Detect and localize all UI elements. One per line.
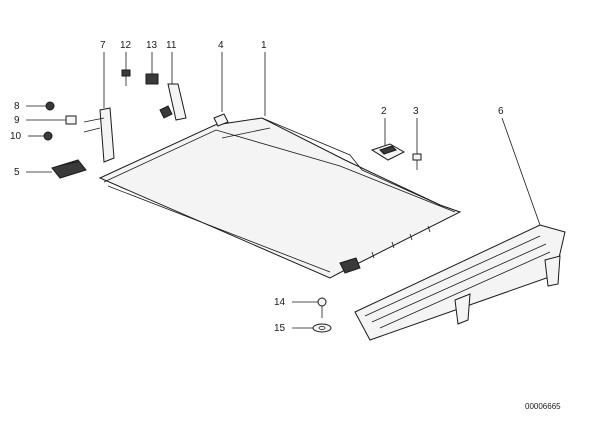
callout-13: 13 [146, 40, 158, 51]
callout-8: 8 [14, 101, 20, 112]
callout-12: 12 [120, 40, 132, 51]
callout-9: 9 [14, 115, 20, 126]
callout-5: 5 [14, 167, 20, 178]
callout-10: 10 [10, 131, 22, 142]
part-3-screw [412, 153, 422, 170]
document-id: 00006665 [525, 402, 561, 411]
callout-15: 15 [274, 323, 286, 334]
leader-lines [26, 52, 541, 329]
part-2-bracket [370, 143, 406, 161]
part-9-clip [65, 115, 77, 125]
callout-14: 14 [274, 297, 286, 308]
part-7-mount-bracket [83, 107, 115, 163]
part-11-bracket [159, 83, 187, 121]
part-1-cargo-cover [98, 117, 462, 279]
part-13-clip [145, 73, 159, 85]
callout-11: 11 [166, 40, 177, 51]
part-15-washer [312, 323, 332, 333]
callout-2: 2 [381, 106, 387, 117]
callout-1: 1 [261, 40, 267, 51]
part-4-plug [213, 113, 229, 127]
part-5-handle [51, 159, 87, 179]
part-12-screw [121, 69, 131, 86]
callout-7: 7 [100, 40, 106, 51]
callout-4: 4 [218, 40, 224, 51]
callout-3: 3 [413, 106, 419, 117]
callout-6: 6 [498, 106, 504, 117]
part-14-bolt [317, 297, 327, 318]
part-8-nut [45, 101, 55, 111]
part-10-nut [43, 131, 53, 141]
part-6-side-trim [354, 224, 566, 341]
